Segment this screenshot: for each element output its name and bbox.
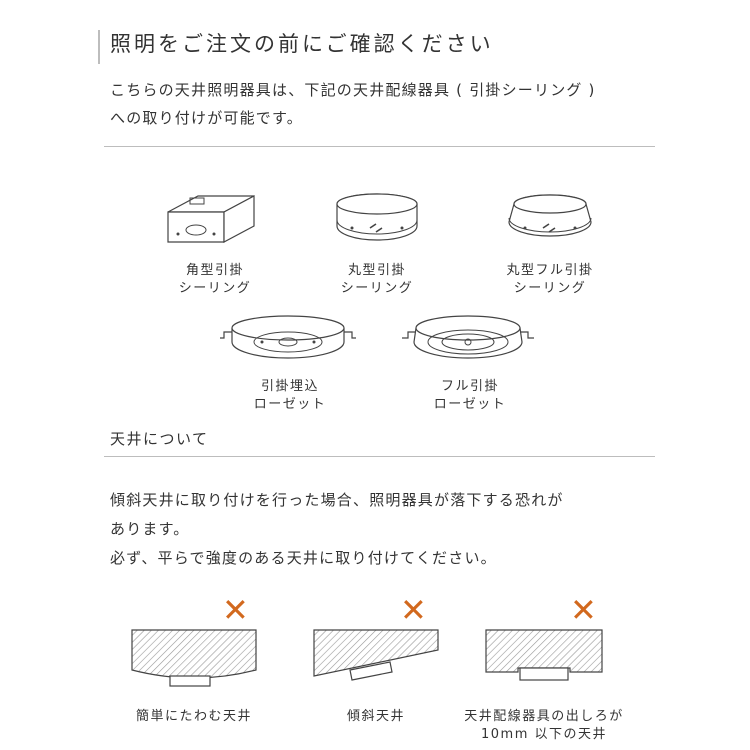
ng-caption-line1: 傾斜天井	[346, 709, 405, 724]
fixture-caption-round-full: 丸型フル引掛 シーリング	[492, 262, 608, 298]
fixture-caption-square: 角型引掛 シーリング	[160, 262, 270, 298]
square-ceiling-fixture-icon	[167, 195, 255, 243]
fixture-caption-line1: 丸型引掛	[347, 263, 406, 278]
fixture-caption-line1: 丸型フル引掛	[506, 263, 594, 278]
fixture-caption-line2: シーリング	[513, 281, 587, 296]
ng-cross-icon: ✕	[400, 591, 427, 629]
warning-line-2: あります。	[110, 520, 190, 538]
title-accent-bar	[98, 30, 100, 64]
recessed-fixture-ceiling-icon	[485, 629, 603, 681]
fixture-caption-line2: シーリング	[178, 281, 252, 296]
warning-line-3: 必ず、平らで強度のある天井に取り付けてください。	[110, 549, 497, 567]
intro-text: こちらの天井照明器具は、下記の天井配線器具 ( 引掛シーリング ) への取り付け…	[110, 76, 596, 132]
ng-cross-icon: ✕	[222, 591, 249, 629]
page-title: 照明をご注文の前にご確認ください	[110, 32, 494, 56]
ng-caption-line1: 簡単にたわむ天井	[135, 709, 252, 724]
sloped-ceiling-icon	[313, 629, 439, 681]
fixture-caption-line2: ローゼット	[433, 397, 507, 412]
intro-line-1: こちらの天井照明器具は、下記の天井配線器具 ( 引掛シーリング )	[110, 81, 596, 99]
round-full-ceiling-fixture-icon	[508, 194, 592, 237]
sagging-ceiling-icon	[131, 629, 257, 687]
intro-line-2: への取り付けが可能です。	[110, 109, 303, 127]
embedded-rosette-icon	[220, 315, 356, 359]
fixture-caption-line2: ローゼット	[253, 397, 327, 412]
full-rosette-icon	[402, 315, 534, 359]
ng-caption-recessed: 天井配線器具の出しろが 10mm 以下の天井	[456, 708, 632, 744]
ng-caption-sloped: 傾斜天井	[306, 708, 446, 726]
fixture-caption-line2: シーリング	[340, 281, 414, 296]
round-ceiling-fixture-icon	[336, 193, 418, 241]
warning-line-1: 傾斜天井に取り付けを行った場合、照明器具が落下する恐れが	[110, 491, 564, 509]
ng-caption-line2: 10mm 以下の天井	[480, 727, 607, 742]
section-heading: 天井について	[110, 430, 209, 448]
fixture-caption-full-rosette: フル引掛 ローゼット	[415, 378, 525, 414]
divider-top	[104, 146, 655, 147]
fixture-caption-line1: フル引掛	[440, 379, 499, 394]
warning-text: 傾斜天井に取り付けを行った場合、照明器具が落下する恐れが あります。 必ず、平ら…	[110, 486, 564, 573]
ng-caption-line1: 天井配線器具の出しろが	[464, 709, 624, 724]
ng-caption-sagging: 簡単にたわむ天井	[124, 708, 264, 726]
fixture-caption-line1: 引掛埋込	[260, 379, 319, 394]
fixture-caption-line1: 角型引掛	[185, 263, 244, 278]
ng-cross-icon: ✕	[570, 591, 597, 629]
fixture-caption-round: 丸型引掛 シーリング	[322, 262, 432, 298]
fixture-caption-embedded-rosette: 引掛埋込 ローゼット	[235, 378, 345, 414]
divider-section	[104, 456, 655, 457]
